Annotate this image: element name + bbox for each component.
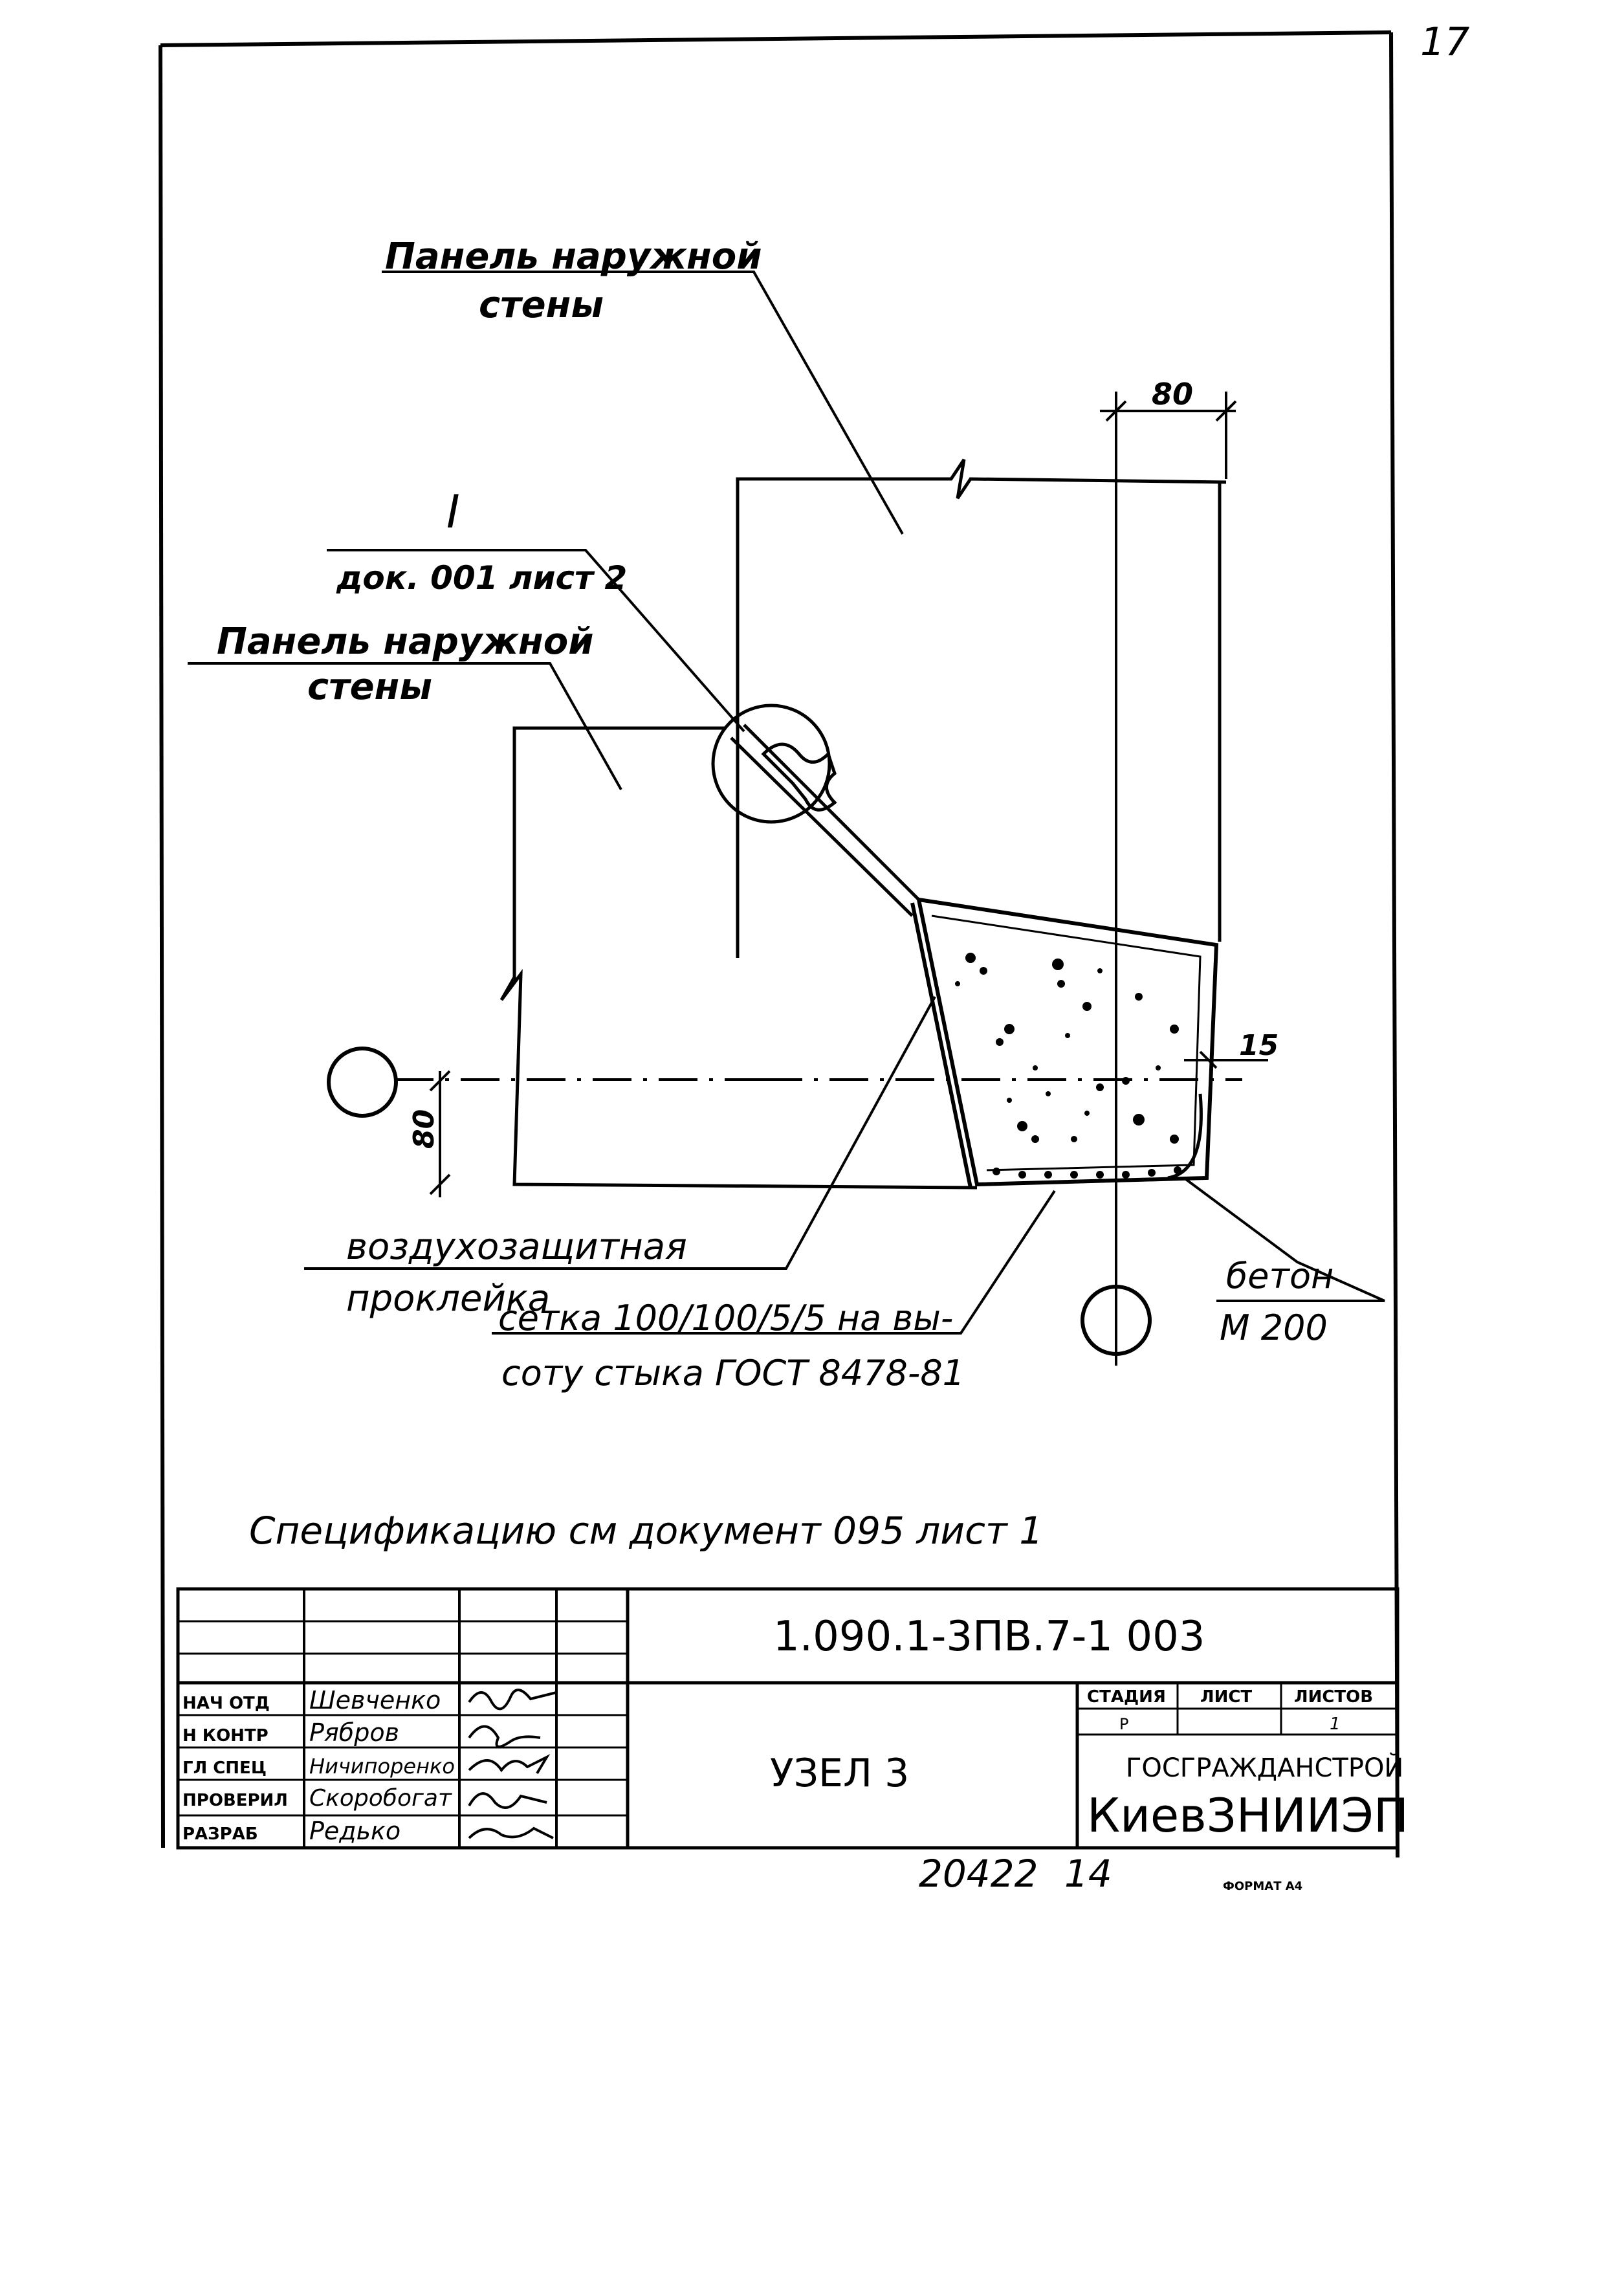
role-2: Н КОНТР [182, 1726, 269, 1746]
org-line2: КиевЗНИИЭП [1087, 1788, 1409, 1843]
label-concrete-line2: М 200 [1220, 1307, 1328, 1348]
org-line1: ГОСГРАЖДАНСТРОЙ [1126, 1752, 1403, 1783]
sheets-value: 1 [1330, 1714, 1341, 1734]
sloped-joint-seal [711, 704, 920, 917]
drawing-title: УЗЕЛ 3 [770, 1751, 909, 1796]
sheet-frame [159, 30, 1399, 1858]
label-ref-numeral: I [446, 485, 460, 538]
label-mesh-line2: соту стыка ГОСТ 8478-81 [501, 1353, 965, 1393]
name-1: Шевченко [309, 1686, 441, 1714]
doc-code: 1.090.1-3ПВ.7-1 003 [773, 1613, 1205, 1661]
role-4: ПРОВЕРИЛ [182, 1791, 288, 1810]
role-3: ГЛ СПЕЦ [182, 1758, 267, 1778]
concrete-fill [910, 897, 1219, 1188]
spec-note: Спецификацию см документ 095 лист 1 [249, 1509, 1043, 1553]
stage-header: СТАДИЯ [1087, 1687, 1166, 1707]
role-5: РАЗРАБ [182, 1824, 258, 1844]
sheet-index: 14 [1064, 1852, 1112, 1896]
role-1: НАЧ ОТД [182, 1694, 270, 1713]
label-airproof-line2: проклейка [346, 1278, 550, 1320]
dimension-top [1100, 392, 1237, 1366]
name-5: Редько [309, 1817, 401, 1845]
signatures [468, 1689, 557, 1839]
name-4: Скоробогат [309, 1785, 452, 1812]
upper-panel-outline [736, 458, 1227, 958]
label-airproof-line1: воздухозащитная [346, 1226, 687, 1268]
footer: 20422 14 ФОРМАТ А4 [919, 1852, 1302, 1896]
page-number: 17 [1420, 19, 1470, 65]
leader-lines [188, 271, 1385, 1335]
name-3: Ничипоренко [309, 1754, 455, 1779]
drawing-labels: Панель наружной стены I док. 001 лист 2 … [217, 236, 1333, 1553]
left-panel-outline [499, 726, 978, 1190]
label-ref-doc: док. 001 лист 2 [336, 559, 627, 597]
label-panel-left-line2: стены [307, 666, 432, 708]
dimension-right [1184, 1050, 1268, 1069]
label-mesh-line1: сетка 100/100/5/5 на вы- [498, 1298, 953, 1338]
sheets-header: ЛИСТОВ [1294, 1687, 1373, 1707]
sheet-header: ЛИСТ [1200, 1687, 1252, 1707]
label-concrete-line1: бетон [1226, 1256, 1333, 1296]
dim-right-text: 15 [1239, 1029, 1278, 1062]
format-label: ФОРМАТ А4 [1223, 1879, 1302, 1893]
title-block-text: 1.090.1-3ПВ.7-1 003 УЗЕЛ 3 СТАДИЯ ЛИСТ Л… [182, 1613, 1409, 1845]
label-panel-top-line1: Панель наружной [385, 236, 762, 278]
centerline-axis [327, 1047, 1242, 1356]
name-2: Рябров [309, 1718, 399, 1747]
label-panel-left-line1: Панель наружной [217, 621, 593, 663]
dim-top-text: 80 [1152, 377, 1193, 412]
inventory-number: 20422 [919, 1852, 1038, 1896]
title-block [176, 1587, 1399, 1850]
label-panel-top-line2: стены [479, 284, 604, 326]
dim-left-text: 80 [408, 1109, 441, 1149]
stage-value: Р [1119, 1715, 1128, 1733]
dimension-left [429, 1070, 451, 1197]
